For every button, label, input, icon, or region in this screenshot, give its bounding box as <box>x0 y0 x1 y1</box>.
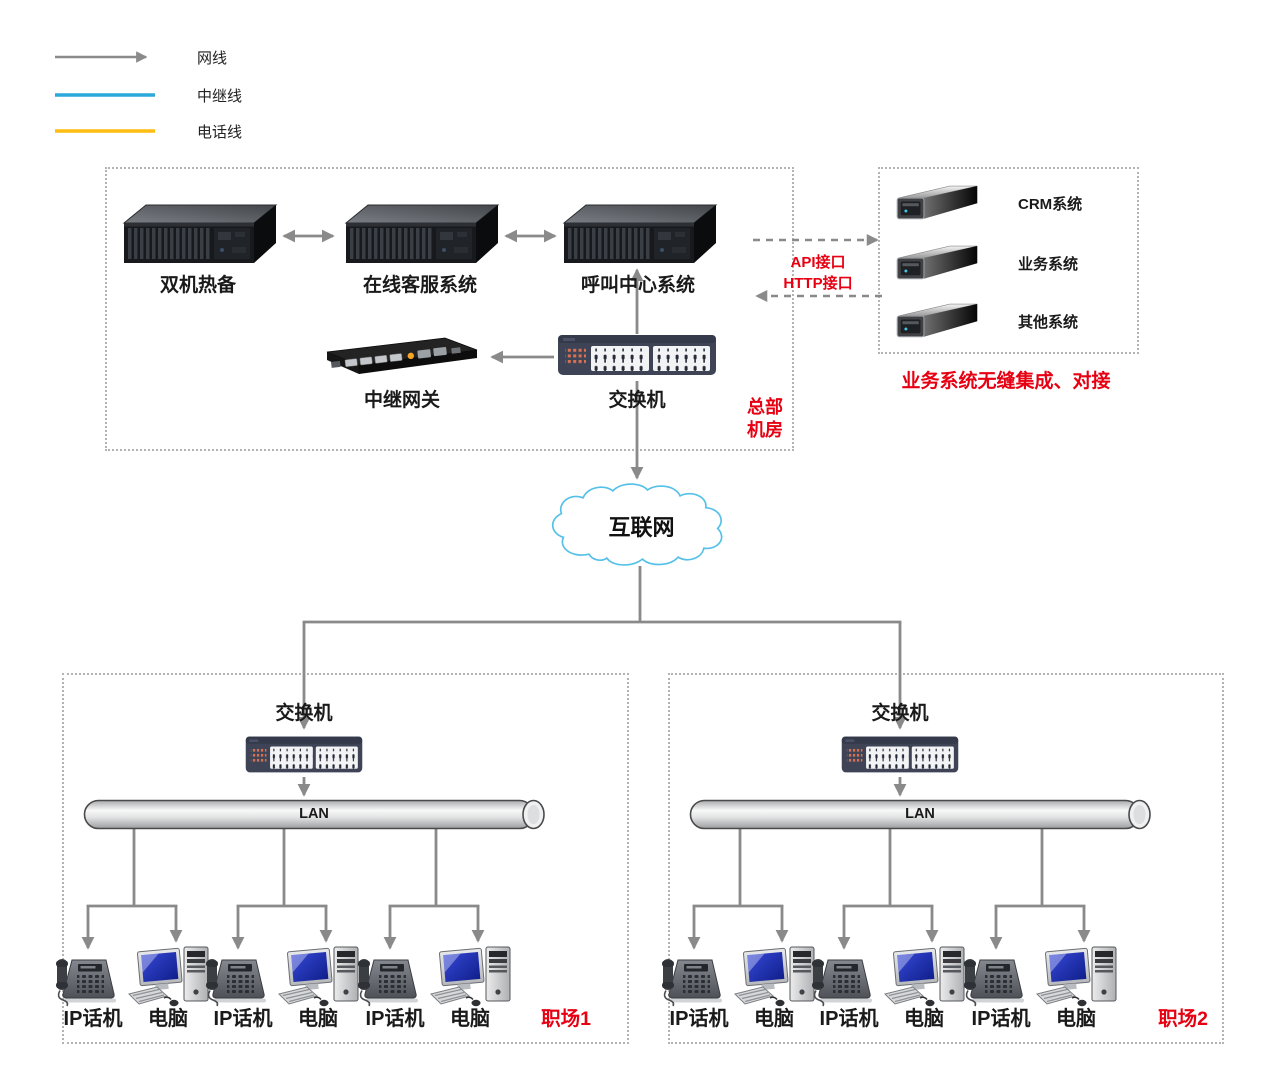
pc-label: 电脑 <box>904 1008 944 1030</box>
hq-switch-label: 交换机 <box>608 390 666 411</box>
legend-label: 电话线 <box>197 123 243 141</box>
legend-label: 网线 <box>197 49 228 67</box>
ip-phone-label: IP话机 <box>63 1008 123 1030</box>
wp1-tag: 职场1 <box>541 1008 591 1030</box>
network-cable-arrow-swatch <box>55 51 148 63</box>
hq-room-label: 总部 机房 <box>747 397 783 440</box>
server-label: 在线客服系统 <box>362 275 478 296</box>
business-system-label: 业务系统 <box>1018 256 1079 273</box>
wp2-ip-phone-icon <box>964 955 1028 1007</box>
integration-systems-box <box>878 167 1139 354</box>
wp1-ip-phone-icon <box>206 955 270 1007</box>
wp1-pc-icon <box>277 944 363 1010</box>
internet-label: 互联网 <box>608 514 675 540</box>
wp1-lan-label: LAN <box>299 806 329 822</box>
server-label: 双机热备 <box>159 275 237 296</box>
gateway-label: 中继网关 <box>363 390 441 411</box>
wp2-switch-label: 交换机 <box>871 703 929 724</box>
wp2-ip-phone-icon <box>662 955 726 1007</box>
ip-phone-label: IP话机 <box>669 1008 729 1030</box>
other-system-label: 其他系统 <box>1018 314 1079 331</box>
wp1-ip-phone-icon <box>56 955 120 1007</box>
workplace1-box <box>62 673 629 1044</box>
ip-phone-label: IP话机 <box>971 1008 1031 1030</box>
ip-phone-label: IP话机 <box>365 1008 425 1030</box>
wp2-pc-icon <box>733 944 819 1010</box>
wp2-pc-icon <box>883 944 969 1010</box>
legend-item-trunk-line: 中继线 <box>55 88 242 105</box>
pc-label: 电脑 <box>298 1008 338 1030</box>
crm-system-label: CRM系统 <box>1018 196 1083 213</box>
workplace2-box <box>668 673 1224 1044</box>
pc-label: 电脑 <box>1056 1008 1096 1030</box>
wp2-switch-icon <box>841 734 959 775</box>
api-interface-label: API接口 <box>790 254 846 271</box>
server-dual-hot-standby-icon <box>118 202 278 264</box>
wp1-pc-icon <box>127 944 213 1010</box>
wp2-tag: 职场2 <box>1158 1008 1208 1030</box>
other-system-icon <box>893 298 979 341</box>
wp1-switch-icon <box>245 734 363 775</box>
legend-label: 中继线 <box>197 87 243 105</box>
server-call-center-icon <box>558 202 718 264</box>
wp2-pc-icon <box>1035 944 1121 1010</box>
wp1-ip-phone-icon <box>358 955 422 1007</box>
server-online-service-icon <box>340 202 500 264</box>
ip-phone-label: IP话机 <box>819 1008 879 1030</box>
trunk-line-swatch <box>55 93 155 97</box>
legend-item-phone-line: 电话线 <box>55 124 242 141</box>
business-system-icon <box>893 240 979 283</box>
legend-item-network-cable: 网线 <box>55 50 227 67</box>
server-label: 呼叫中心系统 <box>580 275 696 296</box>
crm-system-icon <box>893 180 979 223</box>
pc-label: 电脑 <box>450 1008 490 1030</box>
wp1-switch-label: 交换机 <box>275 703 333 724</box>
phone-line-swatch <box>55 129 155 133</box>
pc-label: 电脑 <box>754 1008 794 1030</box>
ip-phone-label: IP话机 <box>213 1008 273 1030</box>
wp2-ip-phone-icon <box>812 955 876 1007</box>
hq-room-box <box>105 167 794 451</box>
pc-label: 电脑 <box>148 1008 188 1030</box>
wp2-lan-label: LAN <box>905 806 935 822</box>
http-interface-label: HTTP接口 <box>783 275 853 292</box>
trunk-gateway-icon <box>320 334 482 380</box>
wp1-pc-icon <box>429 944 515 1010</box>
hq-switch-icon <box>557 332 717 378</box>
integration-caption: 业务系统无缝集成、对接 <box>901 371 1111 392</box>
